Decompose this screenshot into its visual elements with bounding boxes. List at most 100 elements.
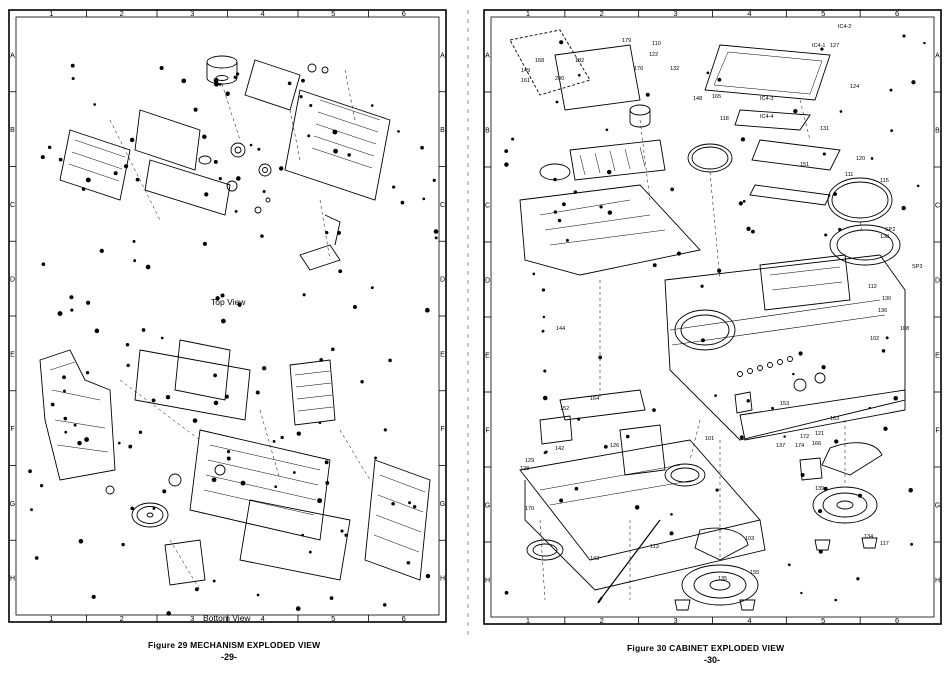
left_page-row-label-right: B — [440, 127, 445, 134]
left-callout-dots — [28, 63, 439, 616]
right-speaker-opening — [829, 224, 901, 266]
part-label: 126 — [610, 443, 619, 449]
part-label: 176 — [634, 66, 643, 72]
speaker-right — [812, 486, 878, 524]
left_page-row-label-left: F — [10, 426, 14, 433]
part-label: 152 — [560, 406, 569, 412]
part-label: 155 — [750, 570, 759, 576]
part-label: 118 — [720, 116, 729, 122]
part-label: 137 — [776, 443, 785, 449]
right-page-number: -30- — [704, 655, 721, 665]
part-label: 153 — [780, 401, 789, 407]
left_page-row-label-right: D — [440, 277, 445, 284]
part-label: 129 — [525, 458, 534, 464]
part-label: 101 — [705, 436, 714, 442]
right_page-col-label-top: 5 — [821, 9, 825, 18]
right_page-col-label-top: 6 — [895, 9, 899, 18]
part-label: 117 — [880, 541, 889, 547]
part-label: 138 — [880, 234, 889, 240]
right_page-row-label-right: B — [935, 128, 940, 135]
part-label: 148 — [693, 96, 702, 102]
left_page-row-label-right: G — [440, 501, 445, 508]
part-label: 108 — [900, 326, 909, 332]
right_page-row-label-right: E — [935, 353, 940, 360]
part-label: 170 — [525, 506, 534, 512]
left_page-row-label-left: B — [10, 127, 15, 134]
left_page-col-label-bottom: 4 — [261, 614, 265, 623]
part-label: 172 — [800, 434, 809, 440]
left_page-col-label-bottom: 2 — [120, 614, 124, 623]
right_page-row-label-left: H — [485, 578, 490, 585]
left_page-col-label-top: 5 — [331, 9, 335, 18]
right_page-row-label-right: F — [935, 428, 939, 435]
part-label: 120 — [856, 156, 865, 162]
left_page-row-label-left: H — [10, 576, 15, 583]
left_page-row-label-left: A — [10, 52, 15, 59]
part-label: 131 — [820, 126, 829, 132]
right_page-col-label-bottom: 2 — [600, 616, 604, 625]
chassis-plate-main — [284, 89, 391, 201]
part-label: 122 — [649, 52, 658, 58]
ring-right — [827, 177, 893, 223]
part-label: 103 — [745, 536, 754, 542]
left_page-col-label-top: 4 — [261, 9, 265, 18]
left_page-row-label-right: H — [440, 576, 445, 583]
right_page-row-label-left: G — [485, 503, 490, 510]
right_page-row-label-right: G — [935, 503, 940, 510]
right_page-row-label-right: H — [935, 578, 940, 585]
part-label: 163 — [830, 416, 839, 422]
right_page-col-label-bottom: 6 — [895, 616, 899, 625]
side-bracket-left — [59, 129, 131, 201]
cassette-deck — [569, 139, 666, 181]
part-label: 132 — [670, 66, 679, 72]
part-label: 164 — [590, 396, 599, 402]
right_page-row-label-left: B — [485, 128, 490, 135]
speaker-sp3 — [681, 564, 759, 606]
left_page-row-label-right: A — [440, 52, 445, 59]
part-label: 151 — [800, 162, 809, 168]
part-label: IC4-4 — [760, 114, 773, 120]
part-label: 115 — [880, 178, 889, 184]
part-label: 161 — [521, 78, 530, 84]
left_page-row-label-left: G — [10, 501, 15, 508]
control-knobs — [737, 356, 826, 392]
left_page-col-label-top: 2 — [120, 9, 124, 18]
left_page-row-label-right: C — [440, 202, 445, 209]
part-label: IC4-3 — [760, 96, 773, 102]
right_page-col-label-top: 4 — [747, 9, 751, 18]
cabinet-drawing — [509, 29, 906, 611]
part-label: 179 — [622, 38, 631, 44]
mechanism-bottom-view — [39, 339, 431, 591]
right_page-col-label-bottom: 1 — [526, 616, 530, 625]
part-label: 112 — [868, 284, 877, 290]
part-label: 142 — [555, 446, 564, 452]
right-plate — [364, 459, 431, 581]
right_page-col-label-bottom: 4 — [747, 616, 751, 625]
right_page-row-label-left: C — [485, 203, 490, 210]
part-label: 174 — [795, 443, 804, 449]
part-label: 182 — [575, 58, 584, 64]
left-side-frame — [39, 349, 116, 481]
part-label: 144 — [556, 326, 565, 332]
part-label: 121 — [815, 431, 824, 437]
left-page-number: -29- — [221, 652, 238, 662]
left_page-row-label-right: E — [440, 351, 445, 358]
ring-left — [687, 143, 733, 173]
left_page-col-label-bottom: 5 — [331, 614, 335, 623]
right_page-row-label-right: D — [935, 278, 940, 285]
right_page-col-label-top: 3 — [673, 9, 677, 18]
left_page-col-label-top: 1 — [49, 9, 53, 18]
part-label: 110 — [652, 41, 661, 47]
right_page-row-label-left: A — [485, 53, 490, 60]
part-label: 130 — [882, 296, 891, 302]
left-speaker-opening — [674, 309, 736, 351]
inner-chassis — [519, 184, 701, 276]
right_page-row-label-left: E — [485, 353, 490, 360]
left_page-col-label-top: 3 — [190, 9, 194, 18]
part-label: 143 — [590, 556, 599, 562]
part-label: 149 — [521, 68, 530, 74]
main-plate — [189, 429, 331, 541]
part-label: 113 — [650, 544, 659, 550]
part-label: 166 — [812, 441, 821, 447]
